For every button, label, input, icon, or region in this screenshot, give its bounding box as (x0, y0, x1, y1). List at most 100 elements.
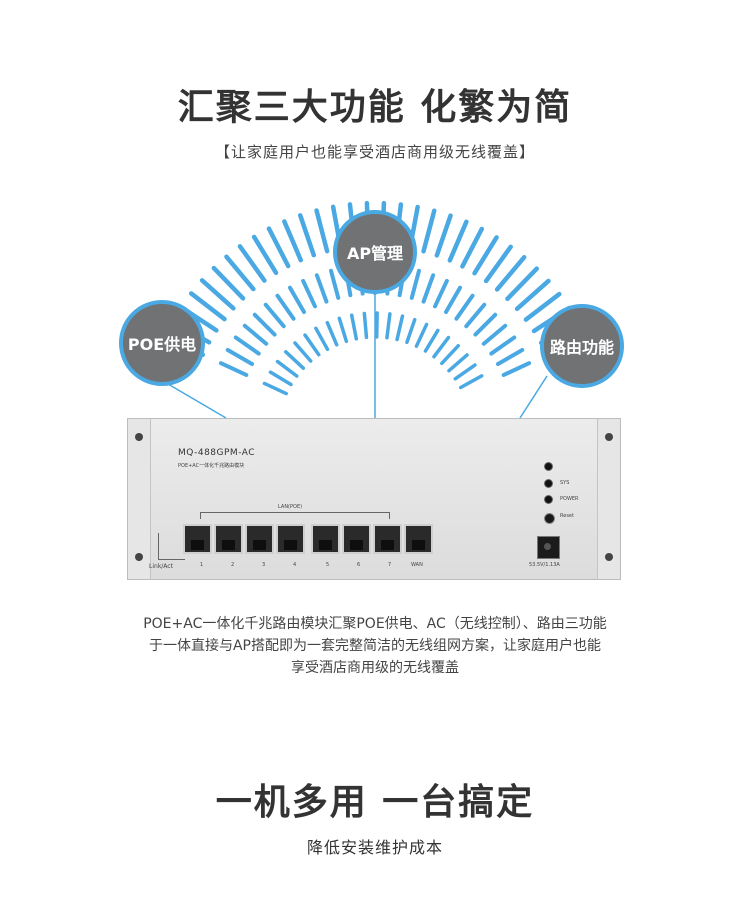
signal-ray (472, 235, 499, 276)
bubble-ap-label: AP管理 (346, 244, 404, 263)
signal-ray (237, 244, 267, 283)
ethernet-port-wan (404, 524, 433, 554)
signal-ray (349, 313, 359, 341)
signal-ray (211, 265, 246, 301)
signal-ray (224, 254, 256, 292)
signal-ray (252, 312, 277, 337)
bubble-routing: 路由功能 (540, 304, 624, 388)
ethernet-port-5 (311, 524, 340, 554)
ethernet-port-3 (245, 524, 274, 554)
signal-ray (405, 317, 417, 345)
bubble-ap-management: AP管理 (333, 210, 417, 294)
port-label: 1 (200, 562, 204, 568)
port-label: 4 (293, 562, 297, 568)
signal-ray (447, 353, 469, 373)
signal-ray (266, 226, 291, 269)
ethernet-port-6 (342, 524, 371, 554)
signal-ray (458, 374, 484, 390)
ethernet-port-1 (183, 524, 212, 554)
reset-label: Reset (560, 513, 574, 519)
description-line: 于一体直接与AP搭配即为一套完整简洁的无线组网方案，让家庭用户也能 (148, 638, 602, 654)
product-description: POE+AC一体化千兆路由模块汇聚POE供电、AC（无线控制）、路由三功能 于一… (60, 613, 690, 679)
screw-hole (135, 553, 143, 561)
sys-led-icon (544, 479, 553, 488)
signal-ray (432, 335, 451, 359)
lan-bracket (200, 512, 390, 519)
signal-ray (325, 320, 339, 347)
rack-ear-right (597, 419, 620, 579)
router-module-device: MQ-488GPM-AC POE+AC一体化千兆路由模块 LAN(POE) Li… (127, 418, 621, 580)
signal-ray (434, 213, 453, 258)
link-act-label: Link/Act (149, 563, 173, 570)
signal-ray (301, 278, 317, 309)
signal-ray (288, 285, 306, 315)
signal-ray (282, 219, 304, 263)
power-led-icon (544, 495, 553, 504)
led-sys-label: SYS (560, 480, 570, 486)
port-label: 3 (262, 562, 266, 568)
signal-ray (218, 361, 249, 377)
signal-ray (362, 311, 369, 340)
device-model-desc: POE+AC一体化千兆路由模块 (178, 463, 245, 469)
signal-ray (395, 314, 405, 342)
signal-ray (314, 273, 329, 304)
signal-ray (262, 381, 288, 396)
signal-ray (414, 322, 429, 348)
signal-ray (409, 268, 421, 300)
signal-ray (423, 328, 440, 353)
signal-ray (473, 312, 498, 337)
signal-ray (505, 266, 539, 302)
ethernet-port-2 (214, 524, 243, 554)
signal-ray (314, 326, 330, 352)
wifi-signal-rays (162, 200, 581, 419)
section-title: 汇聚三大功能 化繁为简 (177, 87, 573, 128)
port-label: WAN (411, 562, 423, 568)
ethernet-port-7 (373, 524, 402, 554)
signal-ray (453, 363, 477, 381)
signal-ray (523, 291, 562, 322)
screw-hole (605, 553, 613, 561)
signal-ray (481, 323, 508, 346)
lan-poe-label: LAN(POE) (278, 504, 303, 510)
signal-ray (314, 208, 330, 254)
port-label: 7 (388, 562, 392, 568)
device-model: MQ-488GPM-AC (178, 448, 256, 458)
port-label: 6 (357, 562, 361, 568)
signal-ray (421, 273, 436, 304)
signal-ray (293, 341, 313, 363)
led-power-label: POWER (560, 496, 579, 502)
signal-ray (268, 370, 293, 387)
signal-ray (337, 316, 349, 344)
signal-ray (495, 348, 525, 366)
signal-ray (494, 255, 527, 292)
signal-ray (460, 226, 485, 269)
signal-ray (514, 278, 551, 312)
signal-ray (233, 335, 261, 356)
power-rating: 53.5V/1.13A (529, 562, 560, 568)
signal-ray (225, 348, 255, 366)
signal-ray (501, 361, 532, 377)
section-subtitle: 【让家庭用户也能享受酒店商用级无线覆盖】 (214, 143, 535, 161)
led-indicator (544, 462, 553, 471)
screw-hole (605, 433, 613, 441)
signal-ray (242, 323, 269, 346)
signal-ray (440, 344, 460, 366)
bubble-routing-label: 路由功能 (549, 338, 614, 357)
signal-ray (275, 293, 296, 321)
signal-ray (447, 219, 469, 263)
signal-ray (489, 335, 517, 356)
section-subtitle-2: 降低安装维护成本 (306, 838, 443, 857)
connector-line (167, 383, 227, 419)
connector-line (519, 375, 548, 419)
description-line: 享受酒店商用级的无线覆盖 (291, 660, 459, 676)
dc-power-jack (537, 536, 560, 559)
screw-hole (135, 433, 143, 441)
signal-ray (284, 350, 306, 370)
signal-ray (385, 312, 392, 340)
signal-ray (444, 285, 462, 315)
signal-ray (421, 208, 437, 254)
signal-ray (275, 359, 299, 378)
ethernet-port-4 (276, 524, 305, 554)
signal-ray (263, 302, 286, 329)
bubble-poe-label: POE供电 (127, 335, 197, 354)
